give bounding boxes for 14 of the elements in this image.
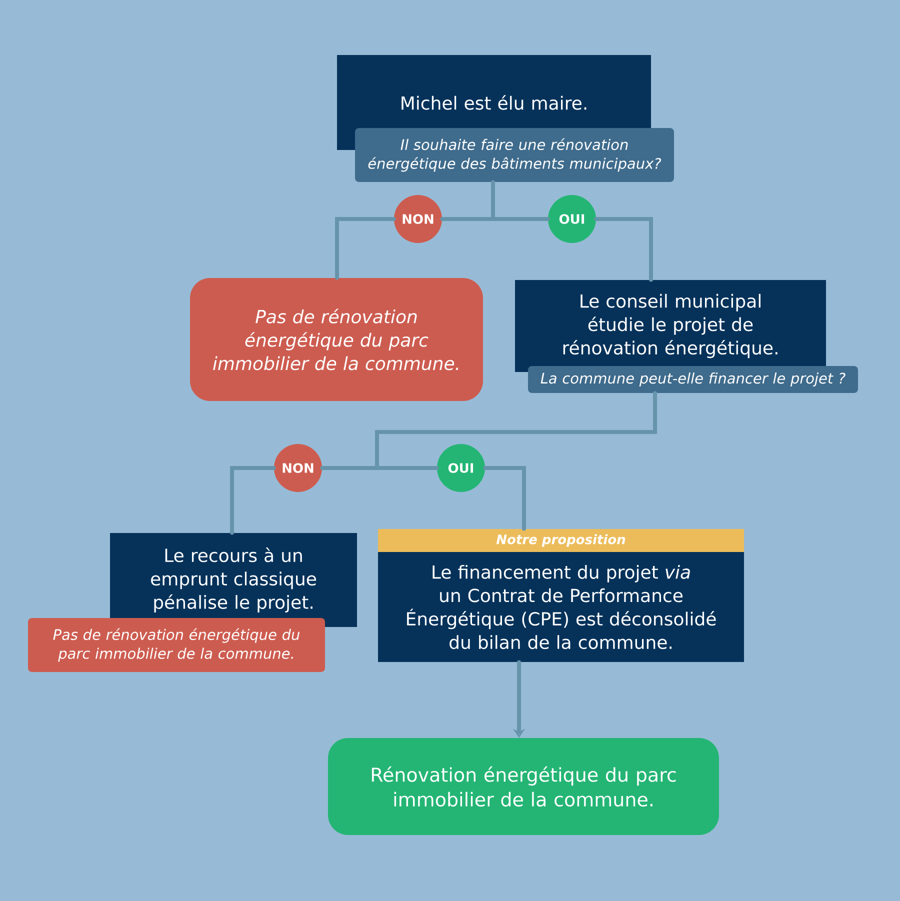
proposal-box: Notre proposition Le financement du projet via un Contrat de Performance Énergétique (CPE) est déconsolidé du bilan de la commune. bbox=[378, 529, 744, 662]
connector bbox=[594, 217, 653, 282]
outcome-box: Pas de rénovation énergétique du parc immobilier de la commune. bbox=[190, 278, 483, 401]
connector bbox=[335, 217, 396, 280]
outcome-box: Rénovation énergétique du parc immobilier de la commune. bbox=[328, 738, 719, 835]
question-tag: La commune peut-elle financer le projet ? bbox=[528, 366, 858, 393]
process-box: Le conseil municipal étudie le projet de rénovation énergétique. bbox=[515, 280, 826, 372]
question-tag: Il souhaite faire une rénovation énergétique des bâtiments municipaux? bbox=[355, 128, 674, 182]
connector bbox=[375, 391, 657, 470]
process-box: Le recours à un emprunt classique pénalise le projet. bbox=[110, 533, 357, 627]
question-tag: Pas de rénovation énergétique du parc immobilier de la commune. bbox=[28, 618, 325, 672]
connector bbox=[483, 466, 526, 531]
connector bbox=[491, 180, 550, 221]
connector bbox=[230, 466, 276, 535]
